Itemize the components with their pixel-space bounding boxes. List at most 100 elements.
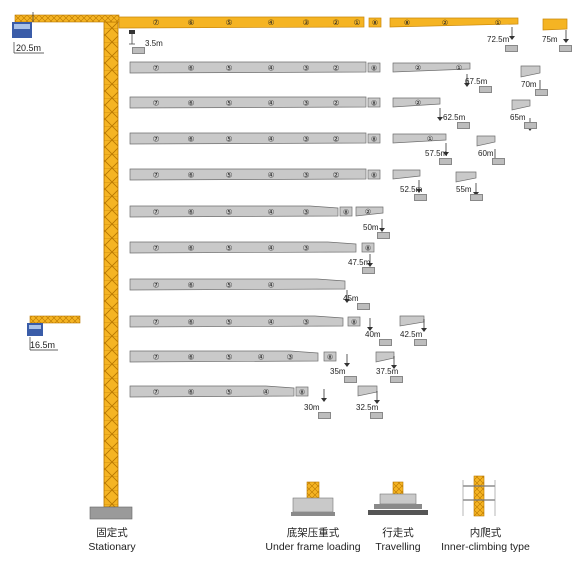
jib-section-number: ③ [303,64,310,73]
height-label-top: 20.5m [16,43,42,53]
length-tag [390,376,403,383]
jib-section-number: ④ [268,318,275,327]
main-jib-nose-number: ⑧ [372,19,378,27]
jib-alt-extension [399,315,425,327]
length-tag [559,45,572,52]
length-tag [457,122,470,129]
height-label-middle: 16.5m [30,340,56,350]
length-tag [524,122,537,129]
jib-section-number: ⑦ [153,64,160,73]
hook-icon [443,143,449,156]
jib-tip-number: ⑧ [299,389,305,397]
jib-alt-extension [455,171,477,183]
jib-tip-section [323,351,337,362]
main-jib-section-number: ④ [268,18,275,27]
jib-body [129,350,319,363]
jib-section-number: ③ [287,353,294,362]
jib-section-number: ⑥ [188,388,195,397]
length-tag [318,412,331,419]
jib-body [129,205,339,218]
jib-section-number: ④ [268,64,275,73]
legend-inner-climbing-en: Inner-climbing type [441,541,530,553]
jib-section-number: ④ [268,135,275,144]
hook-icon [321,389,327,402]
length-tag [414,339,427,346]
legend-travelling-zh: 行走式 [382,527,414,539]
hook-icon [391,356,397,369]
jib-section-number: ③ [303,99,310,108]
main-jib [118,16,568,45]
jib-section-number: ⑥ [188,171,195,180]
jib-extension-number: ① [456,64,462,72]
jib-tip-number: ⑧ [371,100,377,108]
jib-section-number: ⑦ [153,171,160,180]
jib-section-number: ⑥ [188,353,195,362]
length-label: 57.5m [425,149,448,158]
length-label: 35m [330,367,346,376]
hook-icon [416,180,422,193]
jib-alt-extension [476,135,496,147]
hook-icon [464,74,470,87]
jib-extension-number: ② [415,99,421,107]
jib-tip-section [361,242,375,253]
jib-section-number: ③ [303,244,310,253]
length-label: 60m [478,149,494,158]
jib-extension [392,97,441,108]
length-tag [379,339,392,346]
jib-body [129,96,367,109]
jib-tip-number: ⑧ [371,136,377,144]
jib-section-number: ⑤ [226,353,233,362]
jib-section-number: ⑦ [153,318,160,327]
main-jib-section-number: ③ [303,18,310,27]
jib-body [129,132,367,145]
length-label-72-5m: 72.5m [487,35,510,44]
jib-alt-extension [357,385,378,397]
jib-tip-number: ⑧ [371,65,377,73]
jib-alt-extension [375,351,395,363]
main-jib-extension-number: ⑧ [404,19,410,27]
inner-climbing-marker [462,475,496,517]
jib-section-number: ⑦ [153,208,160,217]
length-tag [479,86,492,93]
length-tag [414,194,427,201]
jib-extension [355,206,384,217]
jib-alt-extension [520,65,541,78]
jib-section-number: ⑥ [188,281,195,290]
jib-section-number: ④ [263,388,270,397]
length-tag [492,158,505,165]
hook-icon [379,219,385,232]
tower-mast [89,21,133,520]
length-label: 30m [304,403,320,412]
jib-tip-number: ⑧ [343,209,349,217]
jib-section-number: ② [333,99,340,108]
hook-icon [344,290,350,303]
jib-body [129,61,367,74]
travelling-marker [368,481,428,515]
length-label: 42.5m [400,330,423,339]
legend-under-frame-zh: 底架压重式 [286,527,340,539]
hook-main-tip [509,27,515,40]
jib-section-number: ④ [268,171,275,180]
jib-section-number: ④ [268,208,275,217]
jib-extension [392,169,421,180]
length-label: 50m [363,223,379,232]
main-jib-section-number: ⑤ [226,18,233,27]
jib-section-number: ⑤ [226,99,233,108]
legend-stationary-zh: 固定式 [96,527,128,539]
jib-tip-number: ⑧ [371,172,377,180]
length-label: 67.5m [465,77,488,86]
jib-section-number: ⑤ [226,281,233,290]
hook-icon [421,319,427,332]
jib-section-number: ⑥ [188,244,195,253]
length-label: 40m [365,330,381,339]
jib-tip-number: ⑧ [365,245,371,253]
jib-body [129,168,367,181]
length-label: 47.5m [348,258,371,267]
jib-alt-extension [511,99,531,111]
jib-section-number: ② [333,135,340,144]
